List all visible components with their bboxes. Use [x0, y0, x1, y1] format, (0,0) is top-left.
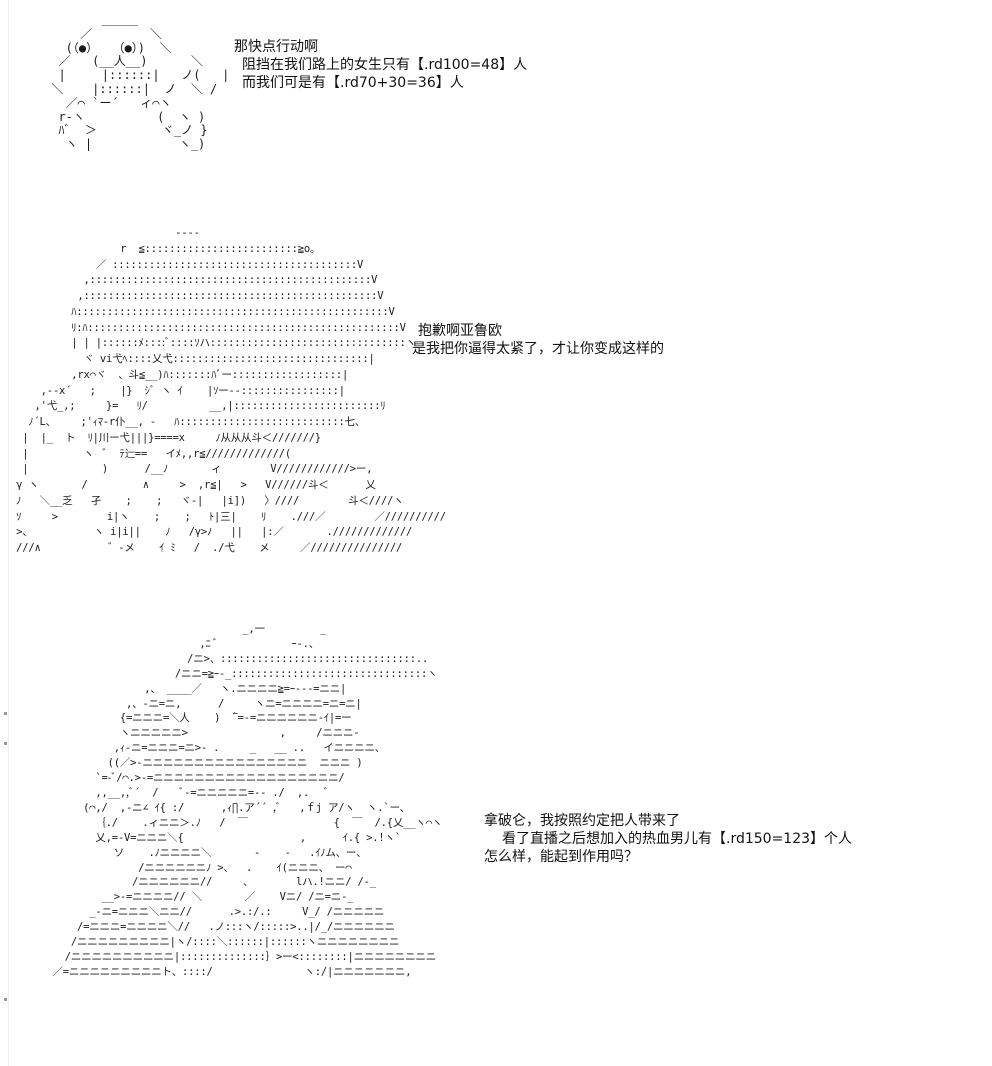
dialogue-line: 阻挡在我们路上的女生只有【.rd100=48】人 [242, 57, 528, 73]
edge-mark [4, 712, 7, 715]
ascii-art-napoleon: _,一 _ ,ﾆ ﾞ ｰ-.、 /ニ>、::::::::::::::::::::… [52, 623, 443, 978]
dialogue-line: 看了直播之后想加入的热血男儿有【.rd150=123】个人 [502, 831, 853, 847]
edge-mark [4, 998, 7, 1001]
dialogue-line: 是我把你逼得太紧了，才让你变成这样的 [412, 341, 664, 357]
dialogue-line: 拿破仑，我按照约定把人带来了 [484, 813, 680, 829]
dialogue-line: 那快点行动啊 [234, 39, 318, 55]
ascii-art-woman: ---- r ≦:::::::::::::::::::::::::≧o｡ ／ :… [16, 227, 446, 554]
ascii-art-yaruo: ＿＿＿ ／ ＼ (（●） （●）) ＼ ／ (__人__) ＼ | |:::::… [51, 13, 230, 152]
dialogue-line: 怎么样，能起到作用吗？ [484, 849, 638, 865]
dialogue-panel-1: 那快点行动啊 阻挡在我们路上的女生只有【.rd100=48】人 而我们可是有【.… [234, 38, 527, 92]
dialogue-panel-3: 拿破仑，我按照约定把人带来了 看了直播之后想加入的热血男儿有【.rd150=12… [484, 812, 852, 866]
dialogue-line: 抱歉啊亚鲁欧 [418, 323, 502, 339]
edge-mark [4, 742, 7, 745]
dialogue-panel-2: 抱歉啊亚鲁欧 是我把你逼得太紧了，才让你变成这样的 [412, 322, 664, 358]
dialogue-line: 而我们可是有【.rd70+30=36】人 [242, 75, 464, 91]
page-left-rule [8, 0, 9, 1066]
